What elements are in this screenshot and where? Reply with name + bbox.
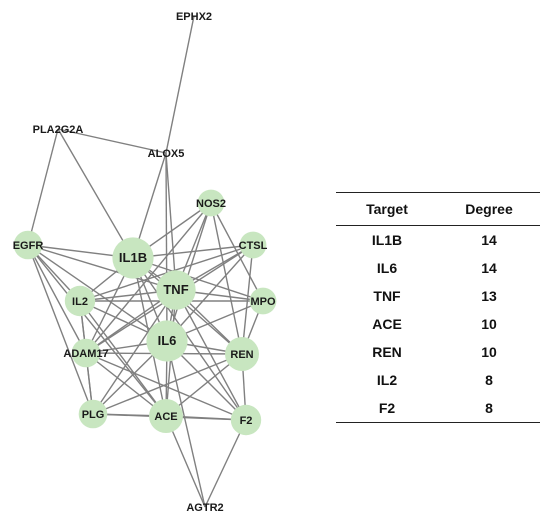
node-label: NOS2 [196,198,226,210]
degree-table: Target Degree IL1B 14 IL6 14 TNF 13 ACE … [336,192,540,423]
cell-target: TNF [373,288,401,304]
node-circle [78,399,108,429]
edge-il1b-f2 [132,257,247,421]
node-circle [230,404,262,436]
node-label: IL6 [158,333,177,348]
node-label: ACE [154,411,177,423]
table-row: IL6 14 [336,254,540,282]
header-degree: Degree [465,201,513,217]
node-label: TNF [163,282,188,297]
node-f2: F2 [230,404,262,436]
cell-degree: 8 [485,372,493,388]
edge-egfr-adam17 [27,244,87,354]
node-agtr2: AGTR2 [186,502,223,514]
edge-alox5-tnf [165,152,177,291]
cell-degree: 14 [481,232,497,248]
node-circle [64,285,96,317]
node-label: ADAM17 [63,348,108,360]
cell-degree: 10 [481,344,497,360]
edge-il2-ace [79,300,167,417]
edge-pla2g2a-il1b [57,128,134,259]
cell-degree: 13 [481,288,497,304]
node-label: PLG [82,409,105,421]
edge-il1b-mpo [132,257,264,302]
node-circle [197,189,225,217]
node-label: F2 [240,415,253,427]
node-label: EPHX2 [176,11,212,23]
edge-nos2-adam17 [85,202,212,354]
edge-nos2-mpo [210,202,264,302]
node-pla2g2a: PLA2G2A [33,124,84,136]
cell-target: ACE [372,316,402,332]
edge-egfr-tnf [27,244,177,291]
table-header-row: Target Degree [336,192,540,226]
cell-degree: 8 [485,400,493,416]
node-il2: IL2 [64,285,96,317]
edge-ctsl-il6 [166,244,254,342]
cell-target: IL6 [376,260,398,276]
node-ren: REN [225,337,259,371]
node-nos2: NOS2 [196,189,226,217]
cell-degree: 14 [481,260,497,276]
node-label: AGTR2 [186,502,223,514]
node-circle [249,287,277,315]
table-row: REN 10 [336,338,540,366]
edge-tnf-f2 [175,289,247,421]
edge-ephx2-alox5 [165,15,195,154]
node-ctsl: CTSL [239,231,268,259]
node-tnf: TNF [156,270,196,310]
node-circle [225,337,259,371]
edge-f2-agtr2 [204,419,247,508]
node-il1b: IL1B [112,237,154,279]
node-circle [146,320,188,362]
cell-target: IL2 [376,372,398,388]
node-ace: ACE [149,399,183,433]
edge-il6-agtr2 [166,340,206,508]
edge-ren-plg [92,353,243,415]
node-label: EGFR [13,240,44,252]
edge-alox5-il6 [165,152,168,342]
table-row: TNF 13 [336,282,540,310]
node-circle [239,231,267,259]
edge-egfr-il6 [27,244,168,342]
edge-il1b-ren [132,257,243,355]
node-mpo: MPO [249,287,277,315]
node-circle [13,230,43,260]
node-ephx2: EPHX2 [176,11,212,23]
node-alox5: ALOX5 [148,148,185,160]
node-label: MPO [250,296,276,308]
edge-adam17-f2 [85,352,247,421]
node-label: PLA2G2A [33,124,84,136]
cell-degree: 10 [481,316,497,332]
edge-egfr-plg [27,244,94,415]
cell-target: REN [372,344,402,360]
cell-target: F2 [378,400,396,416]
node-circle [112,237,154,279]
table-row: IL2 8 [336,366,540,394]
node-circle [71,338,101,368]
node-circle [149,399,183,433]
node-il6: IL6 [146,320,188,362]
table-row: F2 8 [336,394,540,423]
table-row: ACE 10 [336,310,540,338]
cell-target: IL1B [371,232,403,248]
node-plg: PLG [78,399,108,429]
node-egfr: EGFR [13,230,44,260]
node-label: ALOX5 [148,148,185,160]
node-label: IL1B [119,250,147,265]
node-circle [156,270,196,310]
edge-pla2g2a-egfr [27,128,59,246]
edge-tnf-plg [92,289,177,415]
node-label: CTSL [239,240,268,252]
node-label: REN [230,349,253,361]
node-label: IL2 [72,296,88,308]
node-adam17: ADAM17 [63,338,109,368]
header-target: Target [366,201,408,217]
edge-pla2g2a-alox5 [57,128,167,154]
edge-nos2-ren [210,202,243,355]
table-row: IL1B 14 [336,226,540,255]
